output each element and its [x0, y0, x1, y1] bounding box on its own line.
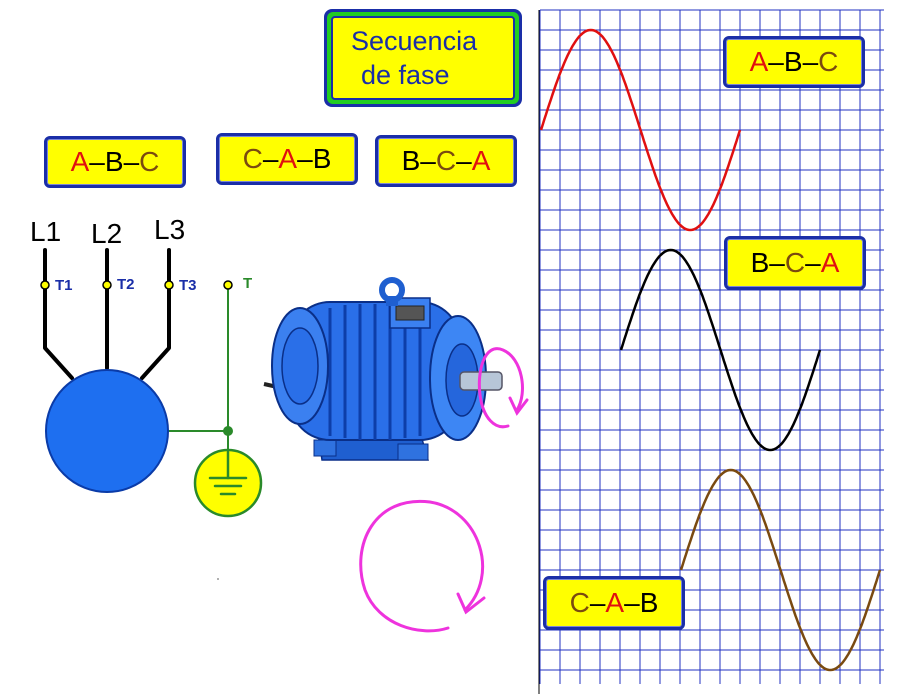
- supply-wires: [43, 248, 171, 380]
- sequence-part: –: [456, 145, 472, 176]
- sequence-part: C: [784, 247, 806, 278]
- sequence-part: –: [624, 587, 640, 618]
- graph-sequence-abc-label: A – B – C: [723, 36, 865, 88]
- graph-sequence-bca-label: B – C–A: [724, 236, 866, 290]
- title-text: Secuencia de fase: [331, 16, 515, 100]
- sequence-part: –: [297, 143, 313, 174]
- waveform-phase-c: [679, 468, 882, 672]
- title-line-2: de fase: [361, 60, 450, 90]
- waveform-grid: [538, 9, 884, 694]
- shaft-rotation-arrow: [477, 347, 529, 429]
- terminal-label-t2: T2: [117, 276, 135, 293]
- sequence-part: –: [768, 46, 784, 77]
- sequence-part: B: [104, 146, 124, 177]
- title-line-1: Secuencia: [351, 26, 478, 56]
- terminal-t2: [102, 280, 112, 290]
- sequence-part: C: [569, 587, 590, 618]
- sequence-part: –: [589, 587, 606, 618]
- waveform-phase-b: [619, 248, 822, 452]
- sequence-part: B: [639, 587, 659, 618]
- sequence-part: –: [89, 146, 105, 177]
- sequence-part: –: [802, 46, 819, 77]
- sequence-part: C: [242, 143, 263, 174]
- sequence-cab-label: C–A – B: [216, 133, 358, 185]
- sequence-part: B: [750, 247, 770, 278]
- rotation-direction-arrow: [359, 499, 486, 633]
- wire-t1: [43, 287, 74, 380]
- terminal-label-t1: T1: [55, 277, 73, 294]
- sequence-part: –: [123, 146, 140, 177]
- motor-illustration: [263, 277, 503, 461]
- wire-t3: [140, 287, 171, 380]
- sequence-part: C: [818, 46, 839, 77]
- motor-symbol: [45, 369, 169, 493]
- sequence-part: A: [749, 46, 769, 77]
- sequence-part: A: [70, 146, 90, 177]
- terminals: [40, 280, 233, 290]
- terminal-label-t: T: [243, 275, 253, 292]
- graph-sequence-cab-label: C–A – B: [543, 576, 685, 630]
- sequence-part: A: [605, 587, 625, 618]
- sequence-part: B: [783, 46, 803, 77]
- sequence-part: C: [435, 145, 457, 176]
- sequence-part: A: [471, 145, 491, 176]
- sequence-part: A: [820, 247, 840, 278]
- terminal-t3: [164, 280, 174, 290]
- sequence-part: A: [278, 143, 298, 174]
- sequence-part: –: [262, 143, 279, 174]
- line-label-l2: L2: [91, 218, 123, 249]
- sequence-part: –: [420, 145, 436, 176]
- stray-dot: [217, 578, 219, 580]
- line-label-l1: L1: [30, 216, 62, 247]
- ground-wiring: [166, 289, 229, 452]
- sequence-part: B: [401, 145, 421, 176]
- sequence-part: –: [769, 247, 785, 278]
- ground-symbol: [193, 448, 263, 518]
- sequence-part: B: [312, 143, 332, 174]
- title-box: Secuencia de fase: [324, 9, 522, 107]
- title-box-frame: Secuencia de fase: [327, 12, 519, 104]
- terminal-label-t3: T3: [179, 277, 197, 294]
- terminal-t: [223, 280, 233, 290]
- line-label-l3: L3: [154, 214, 186, 245]
- ground-junction-dot: [223, 426, 233, 436]
- sequence-abc-label: A – B – C: [44, 136, 186, 188]
- sequence-part: C: [139, 146, 160, 177]
- terminal-t1: [40, 280, 50, 290]
- sequence-bca-label: B – C–A: [375, 135, 517, 187]
- sequence-part: –: [805, 247, 821, 278]
- waveform-phase-a: [539, 28, 742, 232]
